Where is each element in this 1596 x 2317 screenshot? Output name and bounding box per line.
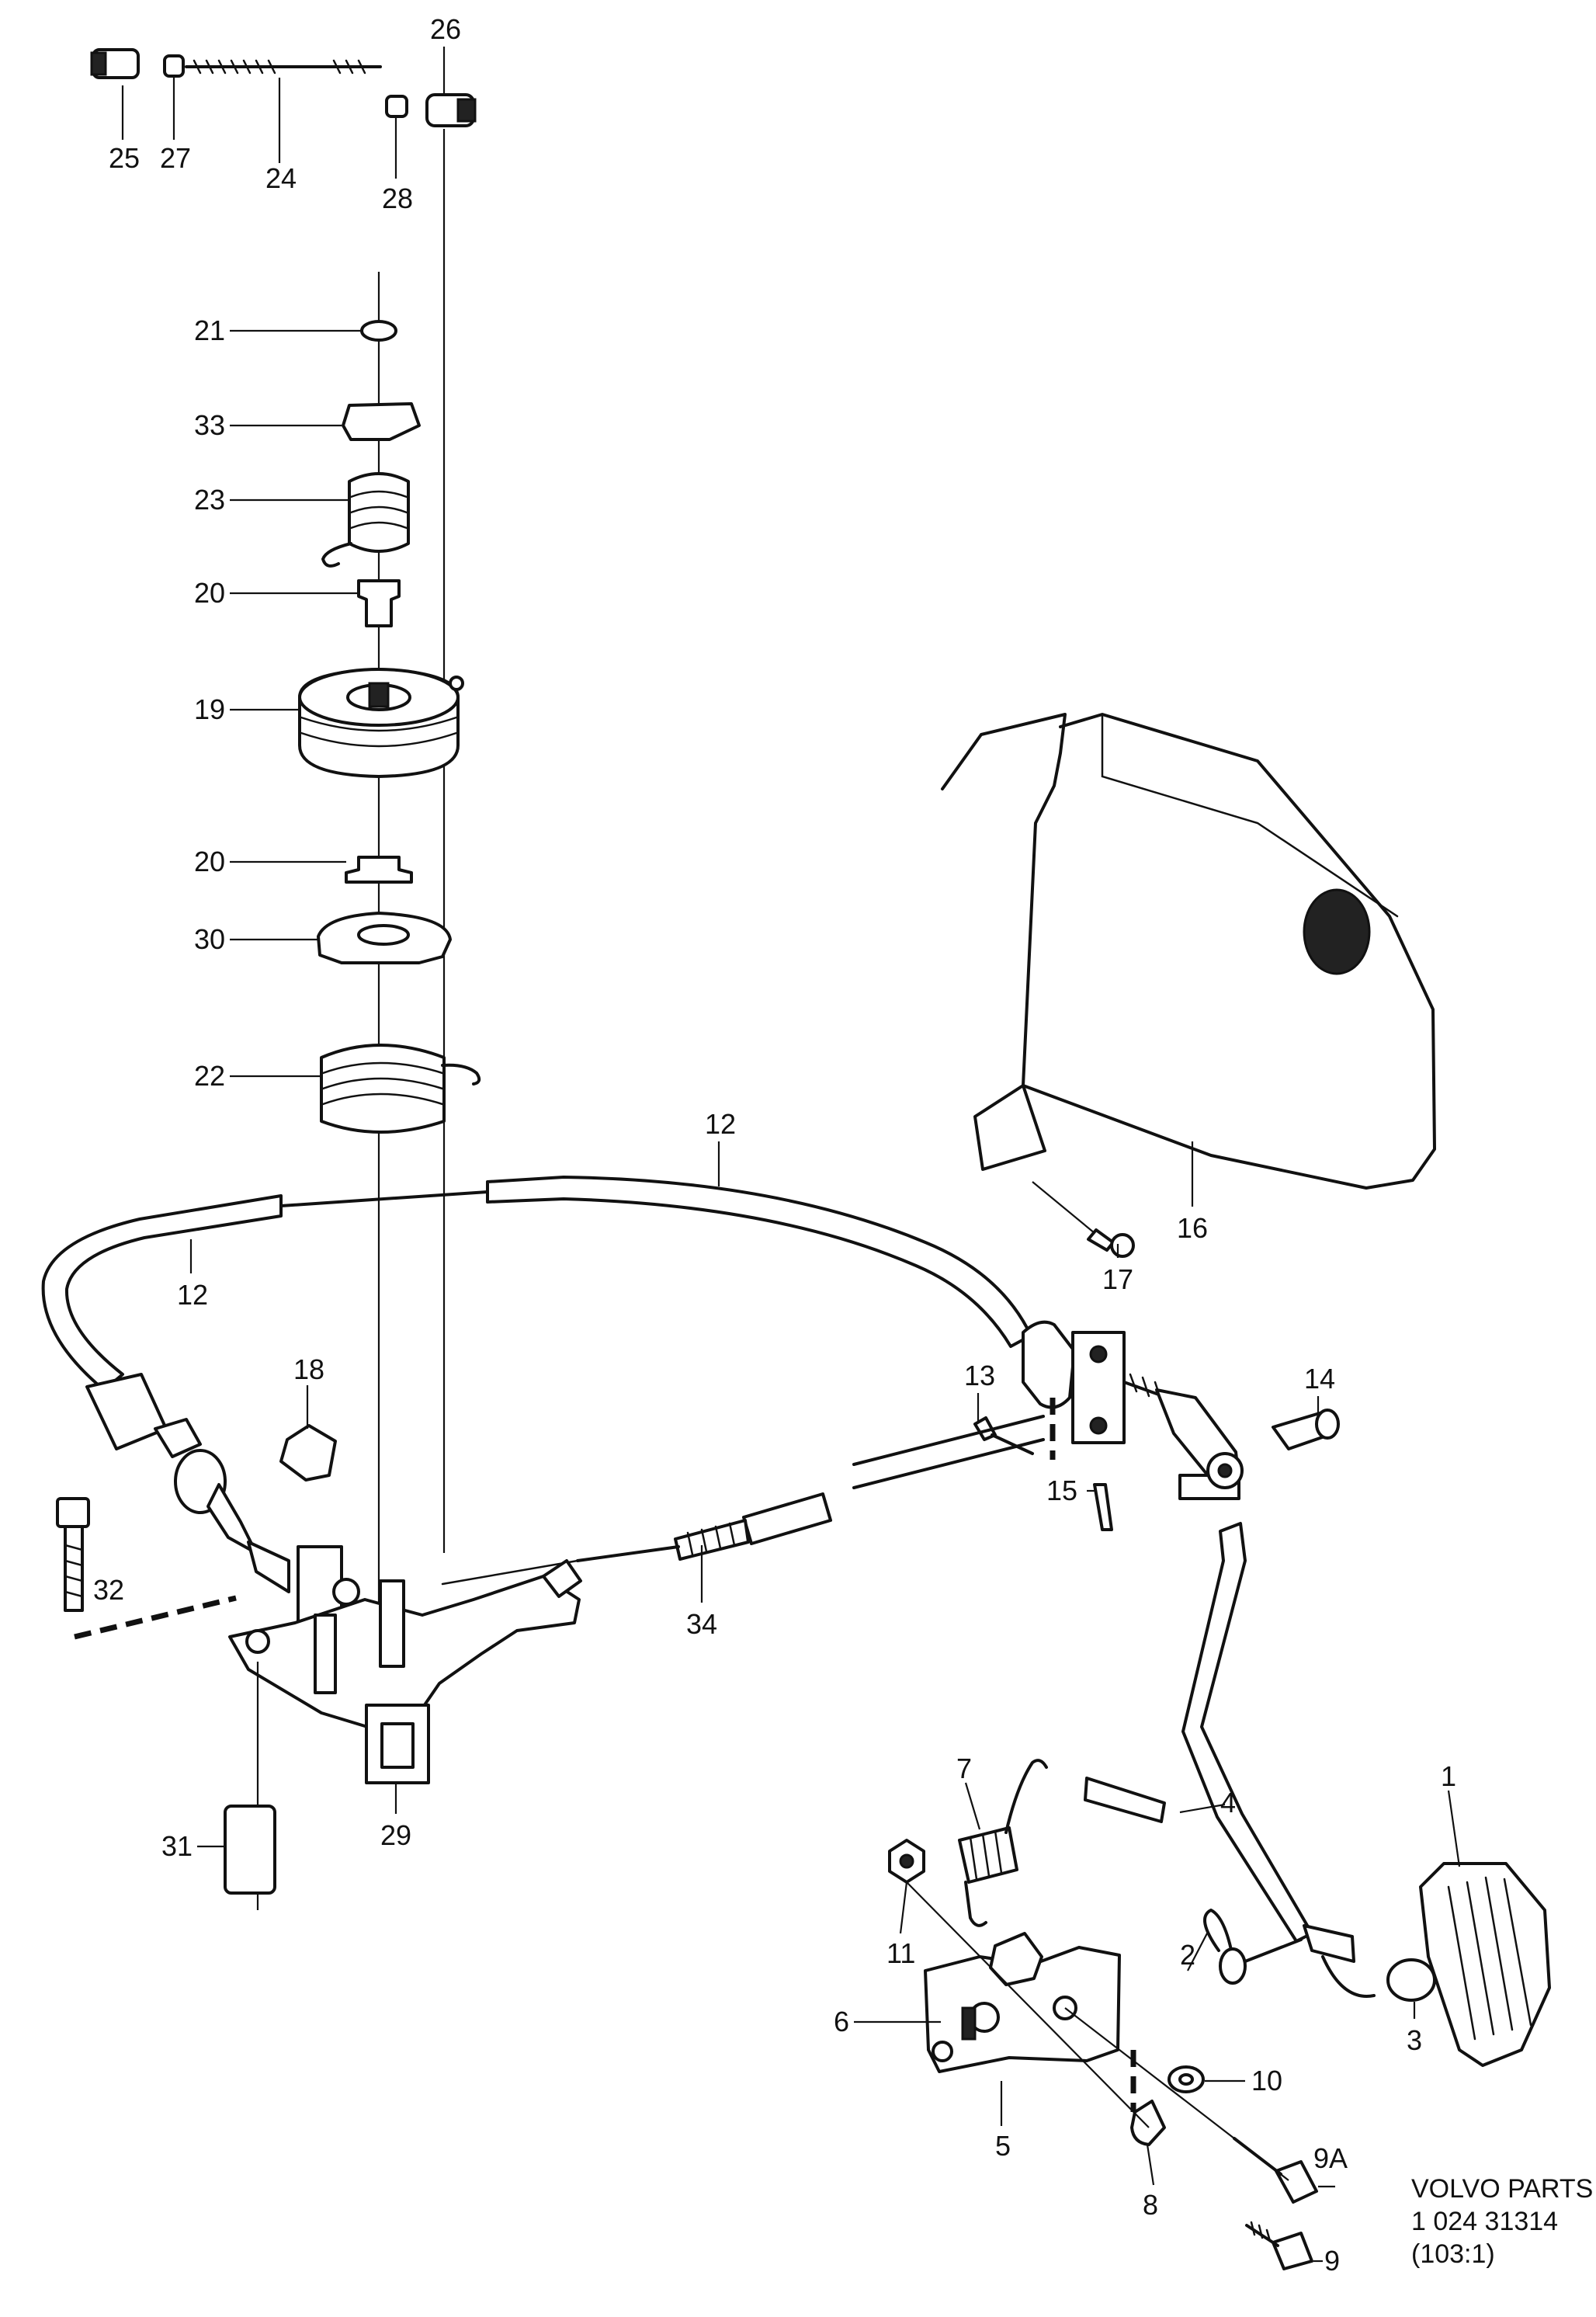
volvo-parts-caption: VOLVO PARTS 1 024 31314 (103:1) bbox=[1411, 2174, 1593, 2269]
label-13: 13 bbox=[964, 1360, 995, 1391]
label-22: 22 bbox=[194, 1060, 225, 1092]
label-32: 32 bbox=[93, 1574, 124, 1606]
part-31-sleeve bbox=[224, 1805, 276, 1895]
part-29-bracket bbox=[228, 1559, 582, 1910]
label-6: 6 bbox=[834, 2006, 849, 2037]
part-20-bushing-upper bbox=[357, 579, 401, 627]
label-3: 3 bbox=[1407, 2024, 1422, 2056]
label-7: 7 bbox=[956, 1753, 972, 1784]
label-14: 14 bbox=[1304, 1363, 1335, 1395]
label-17: 17 bbox=[1102, 1263, 1133, 1295]
label-20-upper: 20 bbox=[194, 577, 225, 609]
label-12-top: 12 bbox=[705, 1108, 736, 1140]
part-10-washer bbox=[1168, 2065, 1205, 2093]
part-12-throttle-cable bbox=[41, 1176, 1169, 1623]
label-24: 24 bbox=[265, 162, 297, 194]
part-19-pulley bbox=[298, 668, 464, 778]
label-19: 19 bbox=[194, 693, 225, 725]
part-11-nut bbox=[888, 1839, 925, 1884]
label-31: 31 bbox=[161, 1830, 193, 1862]
label-23: 23 bbox=[194, 484, 225, 516]
adjuster-rod-assembly bbox=[90, 48, 477, 1553]
part-20-bushing-lower bbox=[345, 856, 413, 884]
label-33: 33 bbox=[194, 409, 225, 441]
part-9-screw bbox=[1245, 2221, 1313, 2270]
part-8-bumper bbox=[1130, 2100, 1166, 2146]
label-20-lower: 20 bbox=[194, 846, 225, 877]
label-26: 26 bbox=[430, 13, 461, 45]
label-8: 8 bbox=[1143, 2189, 1158, 2221]
linkage-lever-assembly bbox=[973, 1388, 1340, 1531]
part-7-spring bbox=[958, 1759, 1048, 1927]
part-18-clip bbox=[279, 1424, 337, 1482]
part-16-cover bbox=[941, 713, 1436, 1190]
caption-line-2: 1 024 31314 bbox=[1411, 2207, 1558, 2236]
part-3-stop bbox=[1386, 1958, 1436, 2002]
label-4: 4 bbox=[1220, 1787, 1236, 1819]
label-34: 34 bbox=[686, 1608, 717, 1640]
part-5-pedal-bracket bbox=[924, 1932, 1121, 2073]
part-22-spring bbox=[320, 1044, 481, 1134]
label-21: 21 bbox=[194, 314, 225, 346]
label-9A: 9A bbox=[1313, 2142, 1348, 2174]
part-1-pedal-pad bbox=[1419, 1862, 1551, 2067]
part-33-plate bbox=[342, 402, 421, 441]
label-25: 25 bbox=[109, 142, 140, 174]
label-9: 9 bbox=[1324, 2245, 1340, 2277]
part-4-pedal-arm bbox=[1084, 1522, 1376, 1998]
label-28: 28 bbox=[382, 182, 413, 214]
label-15: 15 bbox=[1046, 1475, 1077, 1506]
label-10: 10 bbox=[1251, 2065, 1282, 2096]
caption-line-3: (103:1) bbox=[1411, 2239, 1495, 2269]
part-labels: 26 25 27 24 28 21 33 23 20 19 20 30 22 1… bbox=[93, 13, 1456, 2277]
part-6-pin bbox=[932, 2041, 953, 2062]
part-21-clip bbox=[360, 320, 397, 342]
label-16: 16 bbox=[1177, 1212, 1208, 1244]
label-30: 30 bbox=[194, 923, 225, 955]
label-2: 2 bbox=[1180, 1939, 1195, 1971]
label-11: 11 bbox=[886, 1937, 915, 1969]
part-17-screw bbox=[1032, 1181, 1135, 1258]
label-1: 1 bbox=[1441, 1760, 1456, 1792]
label-18: 18 bbox=[293, 1353, 324, 1385]
part-34-cable-adjuster bbox=[441, 1415, 1045, 1586]
leader-lines bbox=[121, 47, 1461, 2263]
part-23-spring bbox=[321, 472, 410, 568]
caption-line-1: VOLVO PARTS bbox=[1411, 2174, 1593, 2204]
label-29: 29 bbox=[380, 1819, 411, 1851]
label-27: 27 bbox=[160, 142, 191, 174]
label-12-left: 12 bbox=[177, 1279, 208, 1311]
part-32-bolt bbox=[56, 1497, 237, 1640]
label-5: 5 bbox=[995, 2130, 1011, 2162]
